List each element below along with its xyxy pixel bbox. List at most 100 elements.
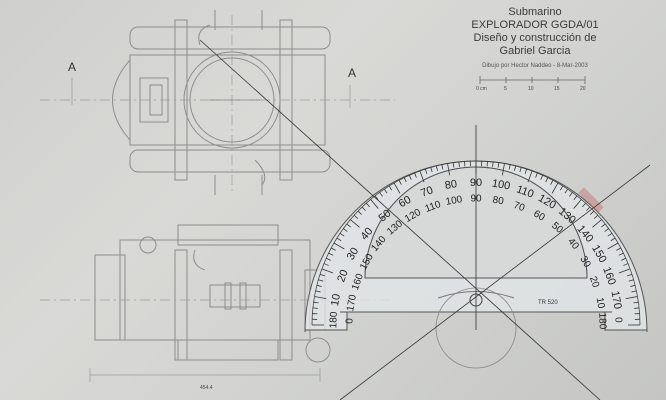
scale-mark-20: 20 (580, 86, 586, 92)
protractor-tick (326, 257, 331, 261)
protractor-tick (321, 268, 334, 274)
title-line-2: EXPLORADOR GGDA/01 (471, 19, 599, 31)
scale-mark-15: 15 (554, 86, 560, 92)
dimension-length: 454.4 (200, 385, 213, 391)
protractor-outer-label: 170 (608, 290, 624, 311)
protractor-tick (625, 296, 638, 299)
scale-mark-5: 5 (504, 86, 507, 92)
protractor-tick (540, 175, 544, 180)
title-block: Submarino EXPLORADOR GGDA/01 Diseño y co… (440, 6, 630, 69)
protractor-tick (343, 228, 348, 232)
protractor-tick (336, 237, 342, 242)
protractor-tick (550, 180, 554, 185)
protractor-tick (630, 284, 636, 287)
protractor-tick (514, 165, 517, 171)
protractor-tick (524, 168, 528, 174)
protractor-tick (419, 170, 425, 183)
protractor-tick (452, 162, 455, 168)
protractor-tick (610, 237, 616, 242)
protractor-tick (586, 206, 591, 211)
protractor-tick (623, 263, 629, 266)
protractor-outer-label: 90 (469, 177, 483, 189)
protractor-tick (374, 195, 379, 200)
protractor-tick (592, 219, 602, 228)
protractor-tick (535, 172, 538, 178)
protractor-inner-label: 90 (470, 193, 482, 205)
section-mark-right: A (348, 66, 357, 80)
title-line-4: Gabriel Garcia (499, 45, 571, 57)
protractor-tick (527, 170, 533, 183)
protractor-tick (559, 185, 564, 191)
protractor-tick (379, 192, 383, 197)
protractor-tick (569, 192, 573, 197)
drawing-credit: Dibujo por Hector Naddeo - 8-Mar-2003 (482, 63, 588, 69)
protractor-tick (492, 161, 494, 167)
protractor-tick (618, 252, 624, 256)
scale-bar (479, 76, 586, 84)
protractor-tick (350, 219, 360, 228)
protractor-outer-label: 10 (329, 293, 344, 308)
protractor-tick (365, 202, 370, 208)
protractor-tick (447, 163, 450, 176)
protractor-tick (607, 232, 613, 237)
protractor-tick (403, 177, 407, 183)
protractor-tick (353, 214, 359, 219)
protractor-tick (621, 257, 626, 261)
protractor-tick (441, 164, 444, 170)
protractor-tick (519, 167, 522, 173)
title-line-1: Submarino (508, 6, 562, 18)
protractor-tick (357, 210, 362, 215)
protractor-tick (331, 247, 336, 251)
protractor-tick (627, 273, 633, 277)
protractor-tick (323, 263, 329, 266)
protractor-tick (616, 247, 621, 251)
side-bow (94, 254, 126, 341)
protractor-tick (328, 252, 334, 256)
protractor-tick (414, 172, 417, 178)
protractor-end-left-inner: 0 (344, 317, 356, 324)
protractor-tick (633, 301, 639, 304)
scale-mark-10: 10 (528, 86, 534, 92)
protractor-tick (319, 273, 325, 277)
protractor-tick (312, 307, 318, 309)
protractor-tick (393, 182, 401, 194)
protractor-tick (551, 182, 559, 194)
protractor-tick (607, 242, 619, 250)
top-tube-lower (129, 149, 331, 173)
protractor-tick (339, 232, 345, 237)
protractor-tick (573, 199, 582, 209)
protractor-outer-label: 80 (444, 178, 459, 193)
protractor-tick (318, 279, 324, 282)
protractor-tick (497, 162, 500, 168)
protractor-tick (370, 199, 379, 209)
protractor-tick (316, 284, 322, 287)
protractor-tick (408, 175, 412, 180)
protractor-tick (435, 165, 438, 171)
top-bow (112, 59, 131, 141)
title-line-3: Diseño y construcción de (473, 32, 597, 44)
protractor-tick (564, 188, 569, 194)
side-tower (177, 224, 279, 246)
protractor-tick (383, 188, 388, 194)
protractor-tick (424, 168, 428, 174)
protractor-model: TR 520 (538, 300, 558, 306)
protractor-tick (604, 228, 609, 232)
protractor-tick (313, 301, 319, 304)
protractor-tick (458, 161, 460, 167)
protractor-tick (590, 210, 595, 215)
section-mark-left: A (68, 60, 77, 74)
side-hull (119, 239, 311, 341)
protractor-tick (601, 223, 606, 228)
protractor-end-right-outer: 0 (612, 317, 624, 324)
scale-unit: 0 cm (476, 86, 487, 92)
protractor-tick (398, 180, 402, 185)
protractor-tick (346, 223, 351, 228)
protractor-tick (388, 185, 393, 191)
protractor-tick (545, 177, 549, 183)
protractor-tick (430, 167, 433, 173)
protractor-tick (573, 195, 578, 200)
protractor-end-left-outer: 180 (328, 311, 340, 329)
protractor-tick (361, 206, 366, 211)
protractor-end-right-inner: 180 (596, 312, 608, 330)
